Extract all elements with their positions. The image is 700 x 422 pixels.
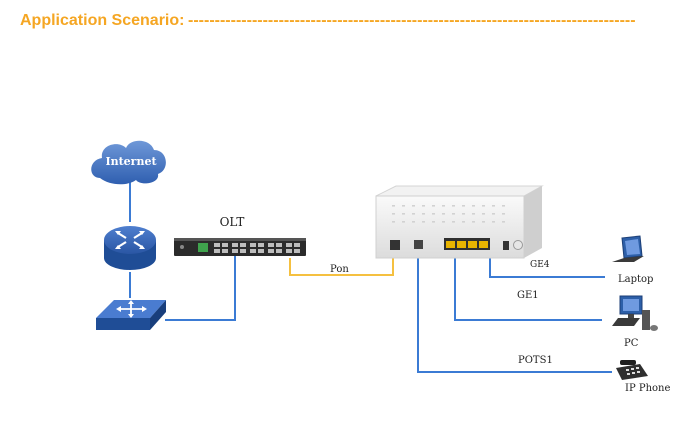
connection-lines	[129, 180, 612, 373]
section-heading: Application Scenario:	[20, 12, 185, 29]
pc-label: PC	[624, 338, 639, 349]
ont-device-icon	[375, 185, 544, 259]
heading-dashed-rule: ----------------------------------------…	[188, 12, 636, 29]
laptop-icon	[612, 235, 644, 262]
olt-label: OLT	[220, 215, 245, 229]
ge4-link	[489, 255, 605, 278]
switch-olt-link	[165, 256, 236, 321]
ge1-link	[454, 255, 602, 321]
olt-device-icon: OLT	[174, 215, 306, 256]
router-icon	[104, 226, 156, 270]
ip-phone-label: IP Phone	[625, 383, 670, 394]
pc-icon	[612, 295, 658, 331]
internet-label: Internet	[105, 155, 157, 168]
pots1-link	[417, 250, 612, 373]
switch-icon	[96, 300, 166, 330]
internet-cloud-icon: Internet	[91, 140, 166, 185]
pots1-label: POTS1	[518, 355, 553, 366]
pon-label: Pon	[330, 264, 349, 275]
ge4-label: GE4	[530, 260, 550, 270]
laptop-label: Laptop	[618, 274, 653, 285]
pon-link	[289, 254, 394, 276]
ge1-label: GE1	[517, 290, 539, 301]
ip-phone-icon	[616, 360, 648, 380]
